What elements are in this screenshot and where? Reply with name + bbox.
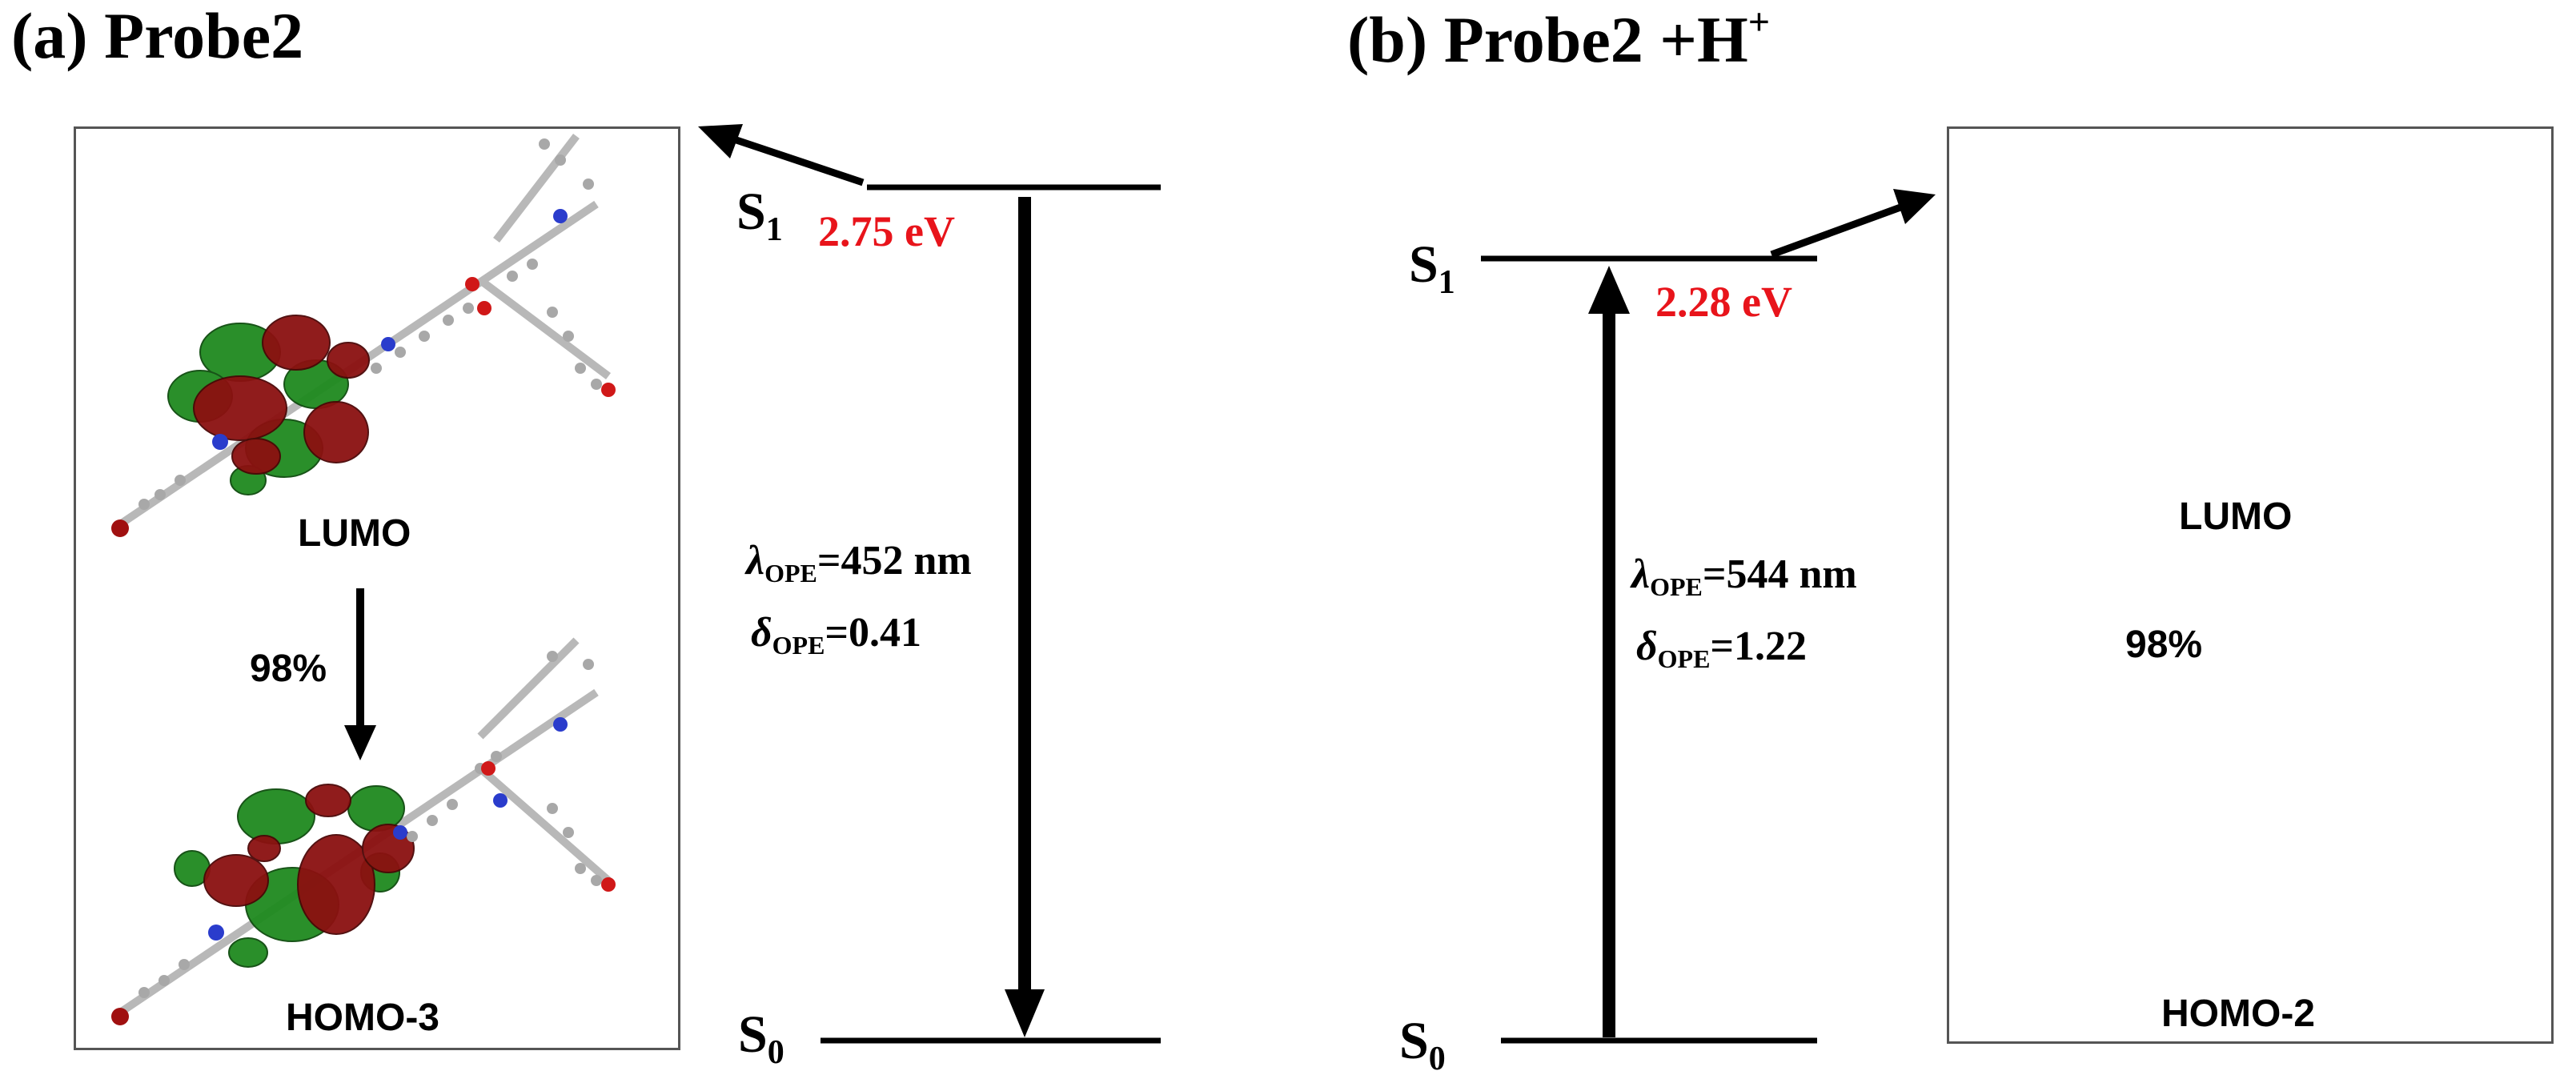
panel-a-s1-label: S1 bbox=[736, 183, 783, 248]
panel-b-energy-gap: 2.28 eV bbox=[1655, 278, 1792, 326]
panel-b-s1-label: S1 bbox=[1409, 235, 1455, 301]
panel-a-delta-ope: δOPE=0.41 bbox=[751, 610, 922, 660]
panel-a-transition-arrow-head bbox=[1005, 989, 1045, 1037]
panel-b-homo-label: HOMO-2 bbox=[2161, 993, 2315, 1035]
panel-b-transition-arrow-head bbox=[1588, 266, 1630, 314]
panel-a-contribution: 98% bbox=[250, 648, 327, 690]
panel-b-orbital-box bbox=[1947, 126, 2554, 1044]
panel-a-energy-gap: 2.75 eV bbox=[818, 207, 955, 255]
panel-a-pointer-arrow-shaft bbox=[723, 132, 865, 187]
panel-a-s0-label: S0 bbox=[738, 1005, 784, 1071]
panel-a-lumo-molecule bbox=[111, 133, 616, 537]
panel-a-orbital-arrow-head bbox=[344, 725, 376, 760]
panel-b-title: (b) Probe2 +H+ bbox=[1347, 1, 1771, 76]
panel-a-homo-molecule bbox=[111, 637, 616, 1025]
panel-b-lumo-label: LUMO bbox=[2179, 495, 2293, 538]
panel-a-lumo-label: LUMO bbox=[298, 512, 411, 555]
panel-a-orbital-box bbox=[74, 126, 680, 1050]
panel-b-s0-label: S0 bbox=[1399, 1012, 1446, 1077]
panel-b-pointer-arrow-shaft bbox=[1770, 200, 1911, 259]
panel-b-lambda-ope: λOPE=544 nm bbox=[1631, 552, 1857, 601]
panel-a-title: (a) Probe2 bbox=[11, 0, 304, 72]
panel-b-pointer-arrow-head bbox=[1893, 189, 1936, 224]
panel-a-lambda-ope: λOPE=452 nm bbox=[746, 538, 972, 588]
panel-b-contribution: 98% bbox=[2125, 624, 2203, 666]
panel-a-homo-label: HOMO-3 bbox=[286, 997, 439, 1039]
panel-a-pointer-arrow-head bbox=[698, 124, 743, 158]
panel-b-delta-ope: δOPE=1.22 bbox=[1636, 624, 1808, 673]
